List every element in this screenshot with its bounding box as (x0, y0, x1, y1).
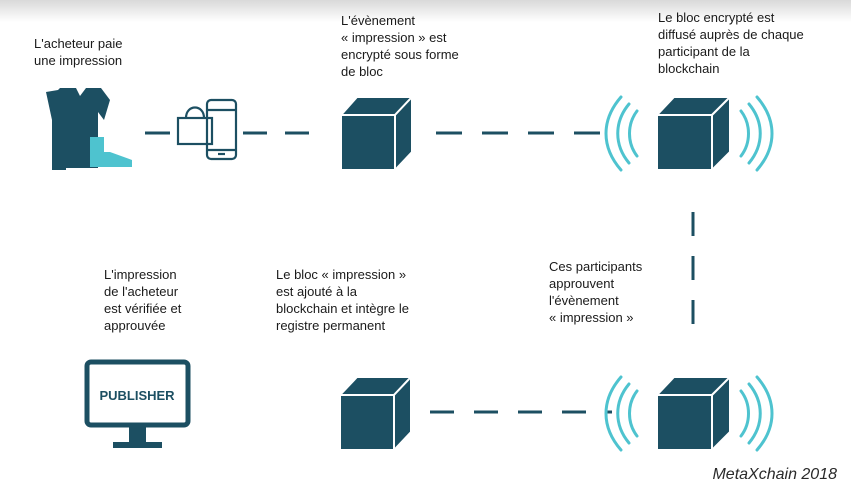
step-5-label: Le bloc « impression » est ajouté à la b… (276, 266, 409, 334)
step-4-line-1: Ces participants (549, 259, 643, 274)
top-shadow-band (0, 0, 851, 22)
connector-lines (145, 131, 695, 414)
step-6-line-2: de l'acheteur (104, 284, 179, 299)
block-cube-icon-2 (654, 94, 733, 173)
step-4-label: Ces participants approuvent l'évènement … (549, 258, 642, 326)
step-3-line-1: Le bloc encrypté est (658, 10, 775, 25)
step-5-line-4: registre permanent (276, 318, 386, 333)
broadcast-waves-icon-bottom (604, 375, 774, 452)
step-3-line-4: blockchain (658, 61, 720, 76)
step-6-line-3: est vérifiée et (104, 301, 182, 316)
step-4-line-4: « impression » (549, 310, 634, 325)
step-5-line-3: blockchain et intègre le (276, 301, 409, 316)
step-6-line-4: approuvée (104, 318, 166, 333)
step-3-line-3: participant de la (658, 44, 750, 59)
step-4-line-2: approuvent (549, 276, 615, 291)
smartphone-icon (205, 98, 238, 161)
step-5-line-2: est ajouté à la (276, 284, 357, 299)
block-cube-icon-1 (338, 94, 415, 173)
clothing-icon (46, 88, 132, 170)
shopping-bag-icon (176, 106, 214, 146)
step-1-line-1: L'acheteur paie (34, 36, 123, 51)
step-5-line-1: Le bloc « impression » (276, 267, 407, 282)
step-6-line-1: L'impression (104, 267, 177, 282)
broadcast-waves-icon-top (604, 95, 774, 172)
publisher-label: PUBLISHER (99, 388, 175, 403)
step-1-line-2: une impression (34, 53, 123, 68)
step-2-line-1: L'évènement (341, 13, 416, 28)
step-3-label: Le bloc encrypté est diffusé auprès de c… (658, 9, 804, 77)
step-2-line-3: encrypté sous forme (341, 47, 459, 62)
step-3-line-2: diffusé auprès de chaque (658, 27, 804, 42)
block-cube-icon-4 (337, 374, 414, 453)
step-2-line-2: « impression » est (341, 30, 447, 45)
monitor-icon (84, 359, 191, 448)
step-2-label: L'évènement « impression » est encrypté … (341, 12, 459, 80)
credit-label: MetaXchain 2018 (712, 466, 837, 483)
step-4-line-3: l'évènement (549, 293, 619, 308)
block-cube-icon-3 (654, 374, 733, 453)
step-6-label: L'impression de l'acheteur est vérifiée … (104, 266, 181, 334)
step-1-label: L'acheteur paie une impression (34, 35, 123, 69)
step-2-line-4: de bloc (341, 64, 383, 79)
